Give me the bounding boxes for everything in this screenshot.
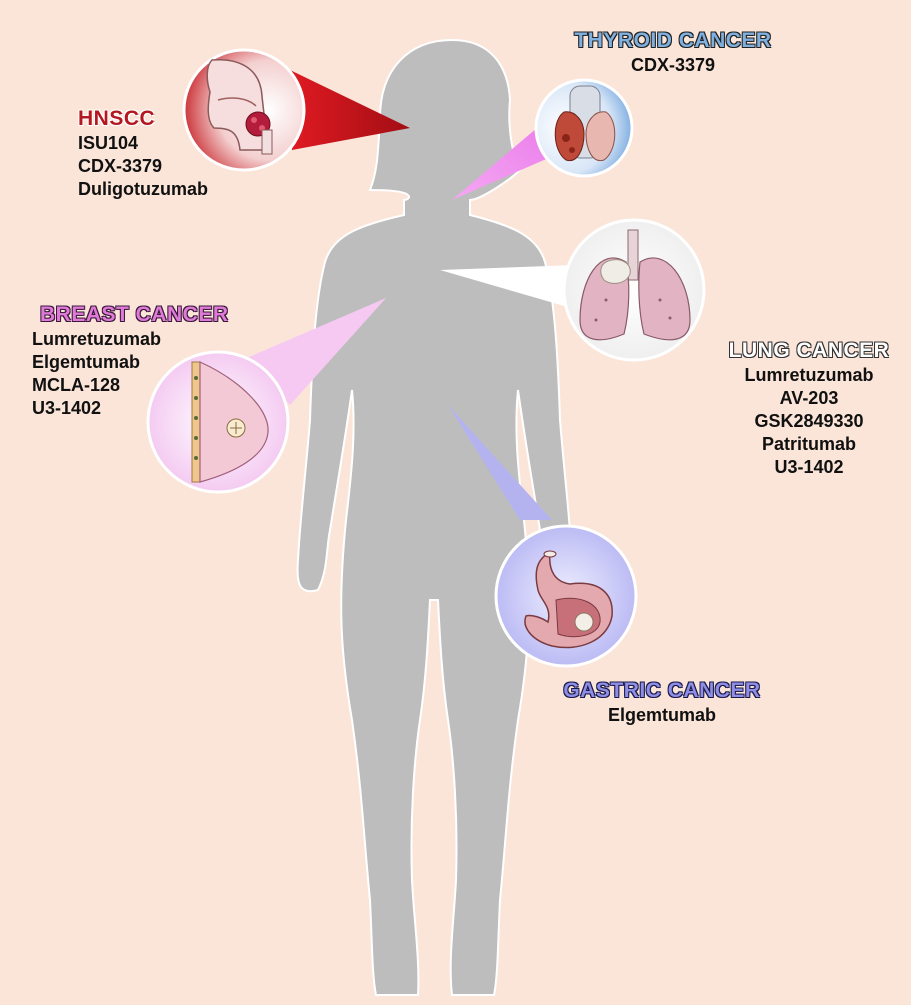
lung-organ-circle — [564, 220, 704, 360]
lung-drug: U3-1402 — [714, 456, 904, 479]
thyroid-organ-circle — [536, 80, 632, 176]
lung-drug: Lumretuzumab — [714, 364, 904, 387]
breast-drug: U3-1402 — [32, 397, 229, 420]
thyroid-drug: CDX-3379 — [558, 54, 788, 77]
hnscc-title: HNSCC — [78, 106, 208, 132]
hnscc-label-group: HNSCC ISU104 CDX-3379 Duligotuzumab — [78, 106, 208, 201]
hnscc-drug: ISU104 — [78, 132, 208, 155]
breast-drug: MCLA-128 — [32, 374, 229, 397]
gastric-organ-circle — [496, 526, 636, 666]
breast-title: BREAST CANCER — [40, 302, 229, 328]
gastric-drug: Elgemtumab — [542, 704, 782, 727]
breast-drug: Lumretuzumab — [32, 328, 229, 351]
gastric-title: GASTRIC CANCER — [542, 678, 782, 704]
lung-label-group: LUNG CANCER Lumretuzumab AV-203 GSK28493… — [714, 338, 904, 479]
breast-label-group: BREAST CANCER Lumretuzumab Elgemtumab MC… — [32, 302, 229, 420]
gastric-label-group: GASTRIC CANCER Elgemtumab — [542, 678, 782, 727]
lung-title: LUNG CANCER — [714, 338, 904, 364]
thyroid-title: THYROID CANCER — [558, 28, 788, 54]
hnscc-drug: Duligotuzumab — [78, 178, 208, 201]
lung-drug: GSK2849330 — [714, 410, 904, 433]
lung-drug: Patritumab — [714, 433, 904, 456]
breast-drug: Elgemtumab — [32, 351, 229, 374]
lung-drug: AV-203 — [714, 387, 904, 410]
thyroid-label-group: THYROID CANCER CDX-3379 — [558, 28, 788, 77]
hnscc-drug: CDX-3379 — [78, 155, 208, 178]
